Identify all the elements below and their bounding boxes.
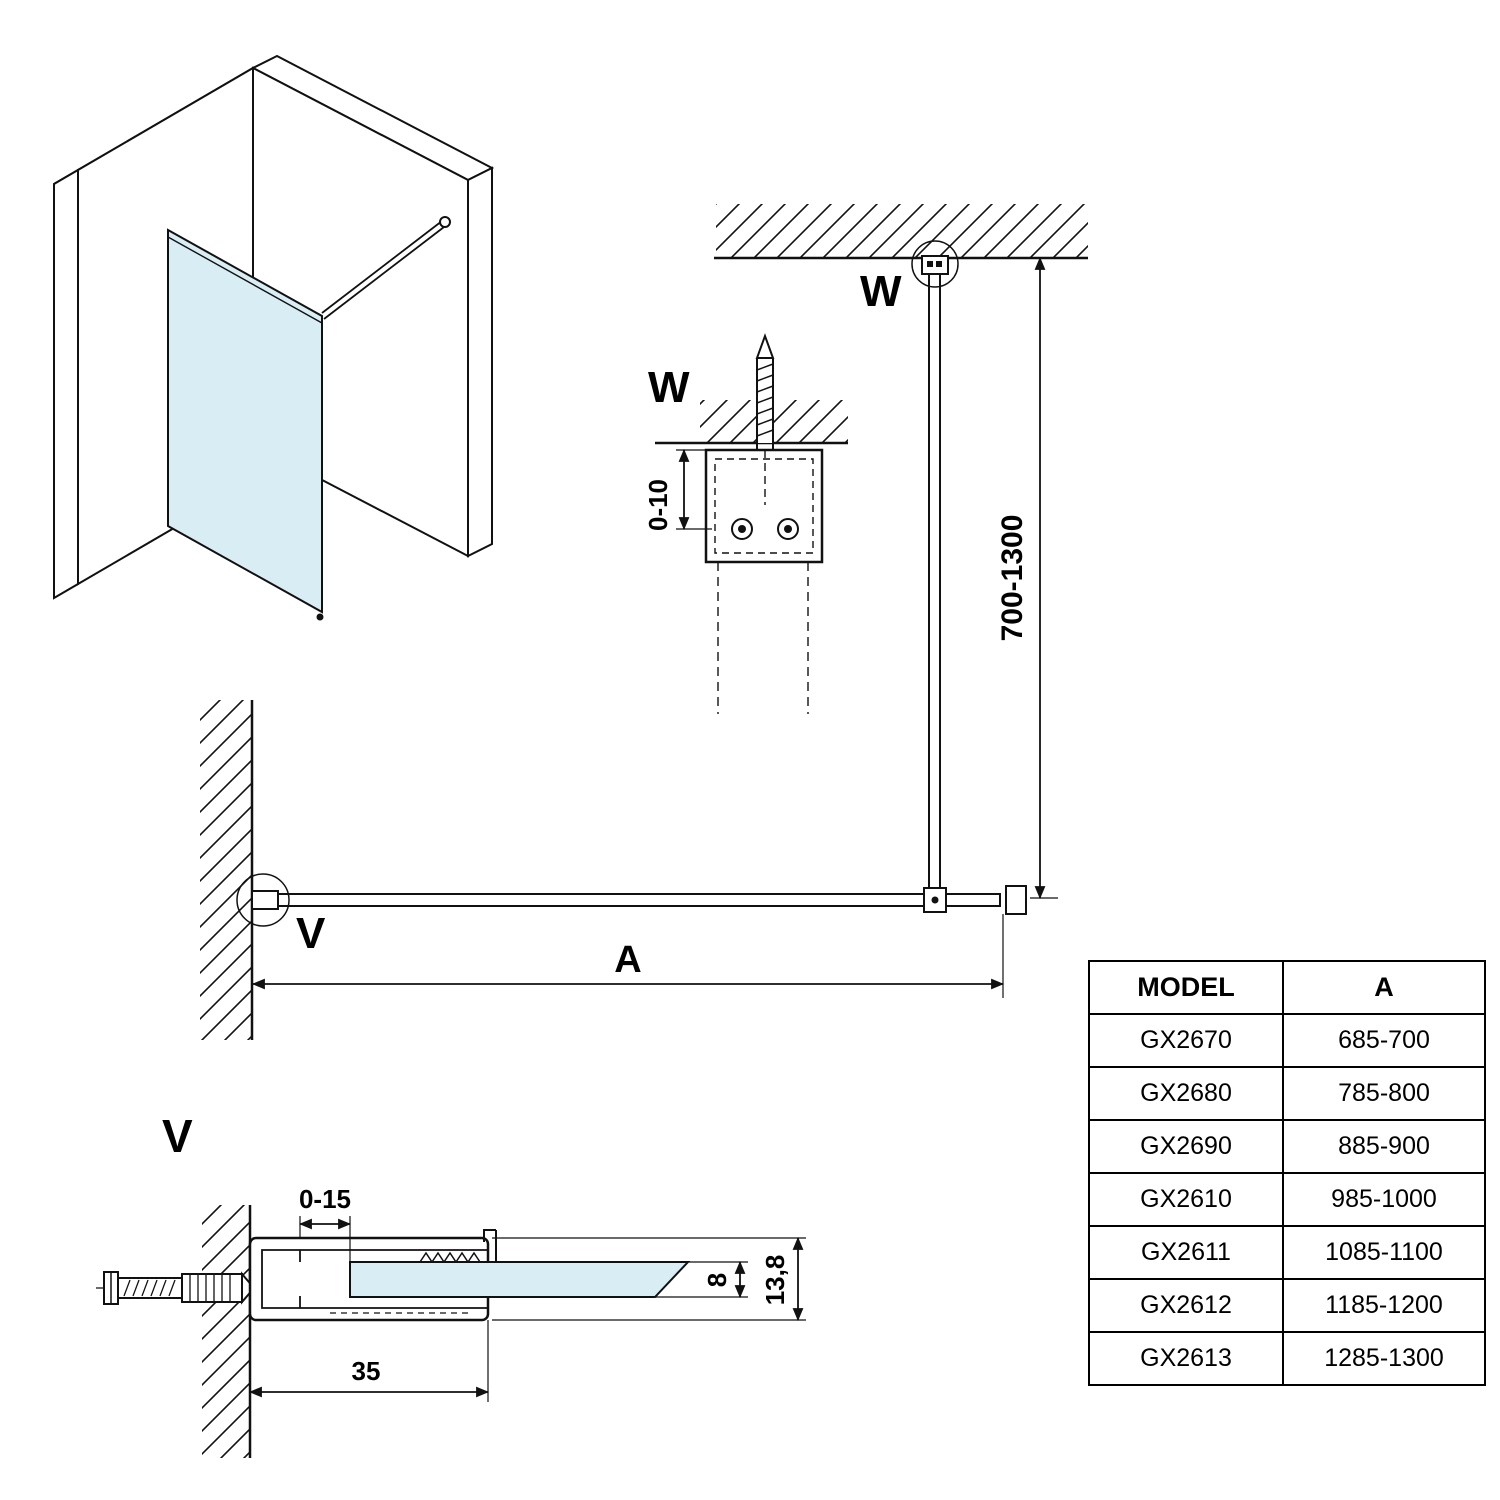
glass-panel-section — [349, 1261, 691, 1298]
dimension-a-cell: 1085-1100 — [1282, 1225, 1486, 1280]
model-cell: GX2610 — [1088, 1172, 1284, 1227]
dimension-a-cell: 985-1000 — [1282, 1172, 1486, 1227]
elevation-w-label: W — [860, 267, 902, 316]
section-v-label: V — [162, 1110, 193, 1162]
screw-tip — [755, 333, 775, 359]
dim-35-label: 35 — [352, 1356, 381, 1386]
screw-threads — [756, 363, 774, 437]
plug-tip — [241, 1271, 256, 1305]
dimension-a-cell: 1285-1300 — [1282, 1331, 1486, 1386]
dimension-a-cell: 685-700 — [1282, 1013, 1486, 1068]
dimension-a-cell: 1185-1200 — [1282, 1278, 1486, 1333]
wall-profile-plan — [251, 890, 279, 910]
wall-plug — [181, 1273, 243, 1303]
isometric-view — [53, 54, 495, 621]
plan-v-label: V — [296, 909, 326, 958]
model-table-header-a: A — [1282, 960, 1486, 1015]
glass-panel-plan — [251, 893, 1001, 907]
ceiling-mount — [921, 255, 949, 275]
detail-v-view — [96, 1205, 806, 1458]
dimension-a-cell: 785-800 — [1282, 1066, 1486, 1121]
support-bar-elevation — [928, 273, 941, 899]
bar-wall-anchor — [439, 216, 451, 228]
bracket-bolt-right — [777, 518, 799, 540]
model-table-header-row: MODEL A — [1088, 960, 1486, 1015]
bracket-inner-dashed — [714, 458, 814, 554]
model-table-header-model: MODEL — [1088, 960, 1284, 1015]
model-cell: GX2612 — [1088, 1278, 1284, 1333]
model-cell: GX2680 — [1088, 1066, 1284, 1121]
dim-a-label: A — [614, 939, 641, 981]
model-cell: GX2670 — [1088, 1013, 1284, 1068]
mounting-bracket — [704, 448, 824, 564]
right-wall-edge — [467, 166, 493, 558]
dim-700-1300-label: 700-1300 — [996, 515, 1029, 642]
dim-13-8-label: 13,8 — [760, 1255, 790, 1306]
wall-hatch-v — [202, 1205, 250, 1458]
elevation-view — [714, 204, 1088, 900]
detail-w-view — [655, 333, 848, 714]
model-cell: GX2613 — [1088, 1331, 1284, 1386]
detail-circle-w — [911, 240, 959, 288]
detail-circle-v — [236, 873, 290, 927]
glass-panel-iso — [167, 228, 323, 614]
panel-end-cap — [1005, 885, 1027, 915]
plan-view — [200, 700, 1027, 1040]
glass-clip — [419, 1251, 481, 1264]
dimension-a-cell: 885-900 — [1282, 1119, 1486, 1174]
left-wall-edge — [53, 168, 79, 600]
model-cell: GX2611 — [1088, 1225, 1284, 1280]
dim-8-label: 8 — [702, 1273, 732, 1287]
bracket-bolt-left — [731, 518, 753, 540]
support-bar-iso — [321, 220, 443, 314]
model-cell: GX2690 — [1088, 1119, 1284, 1174]
dim-0-10-label: 0-10 — [643, 479, 673, 531]
glass-foot — [316, 613, 324, 621]
dim-0-15-label: 0-15 — [299, 1184, 351, 1214]
wall-hatch-plan — [200, 700, 252, 1040]
detail-w-label: W — [648, 363, 690, 412]
ceiling-hatch — [716, 204, 1088, 258]
